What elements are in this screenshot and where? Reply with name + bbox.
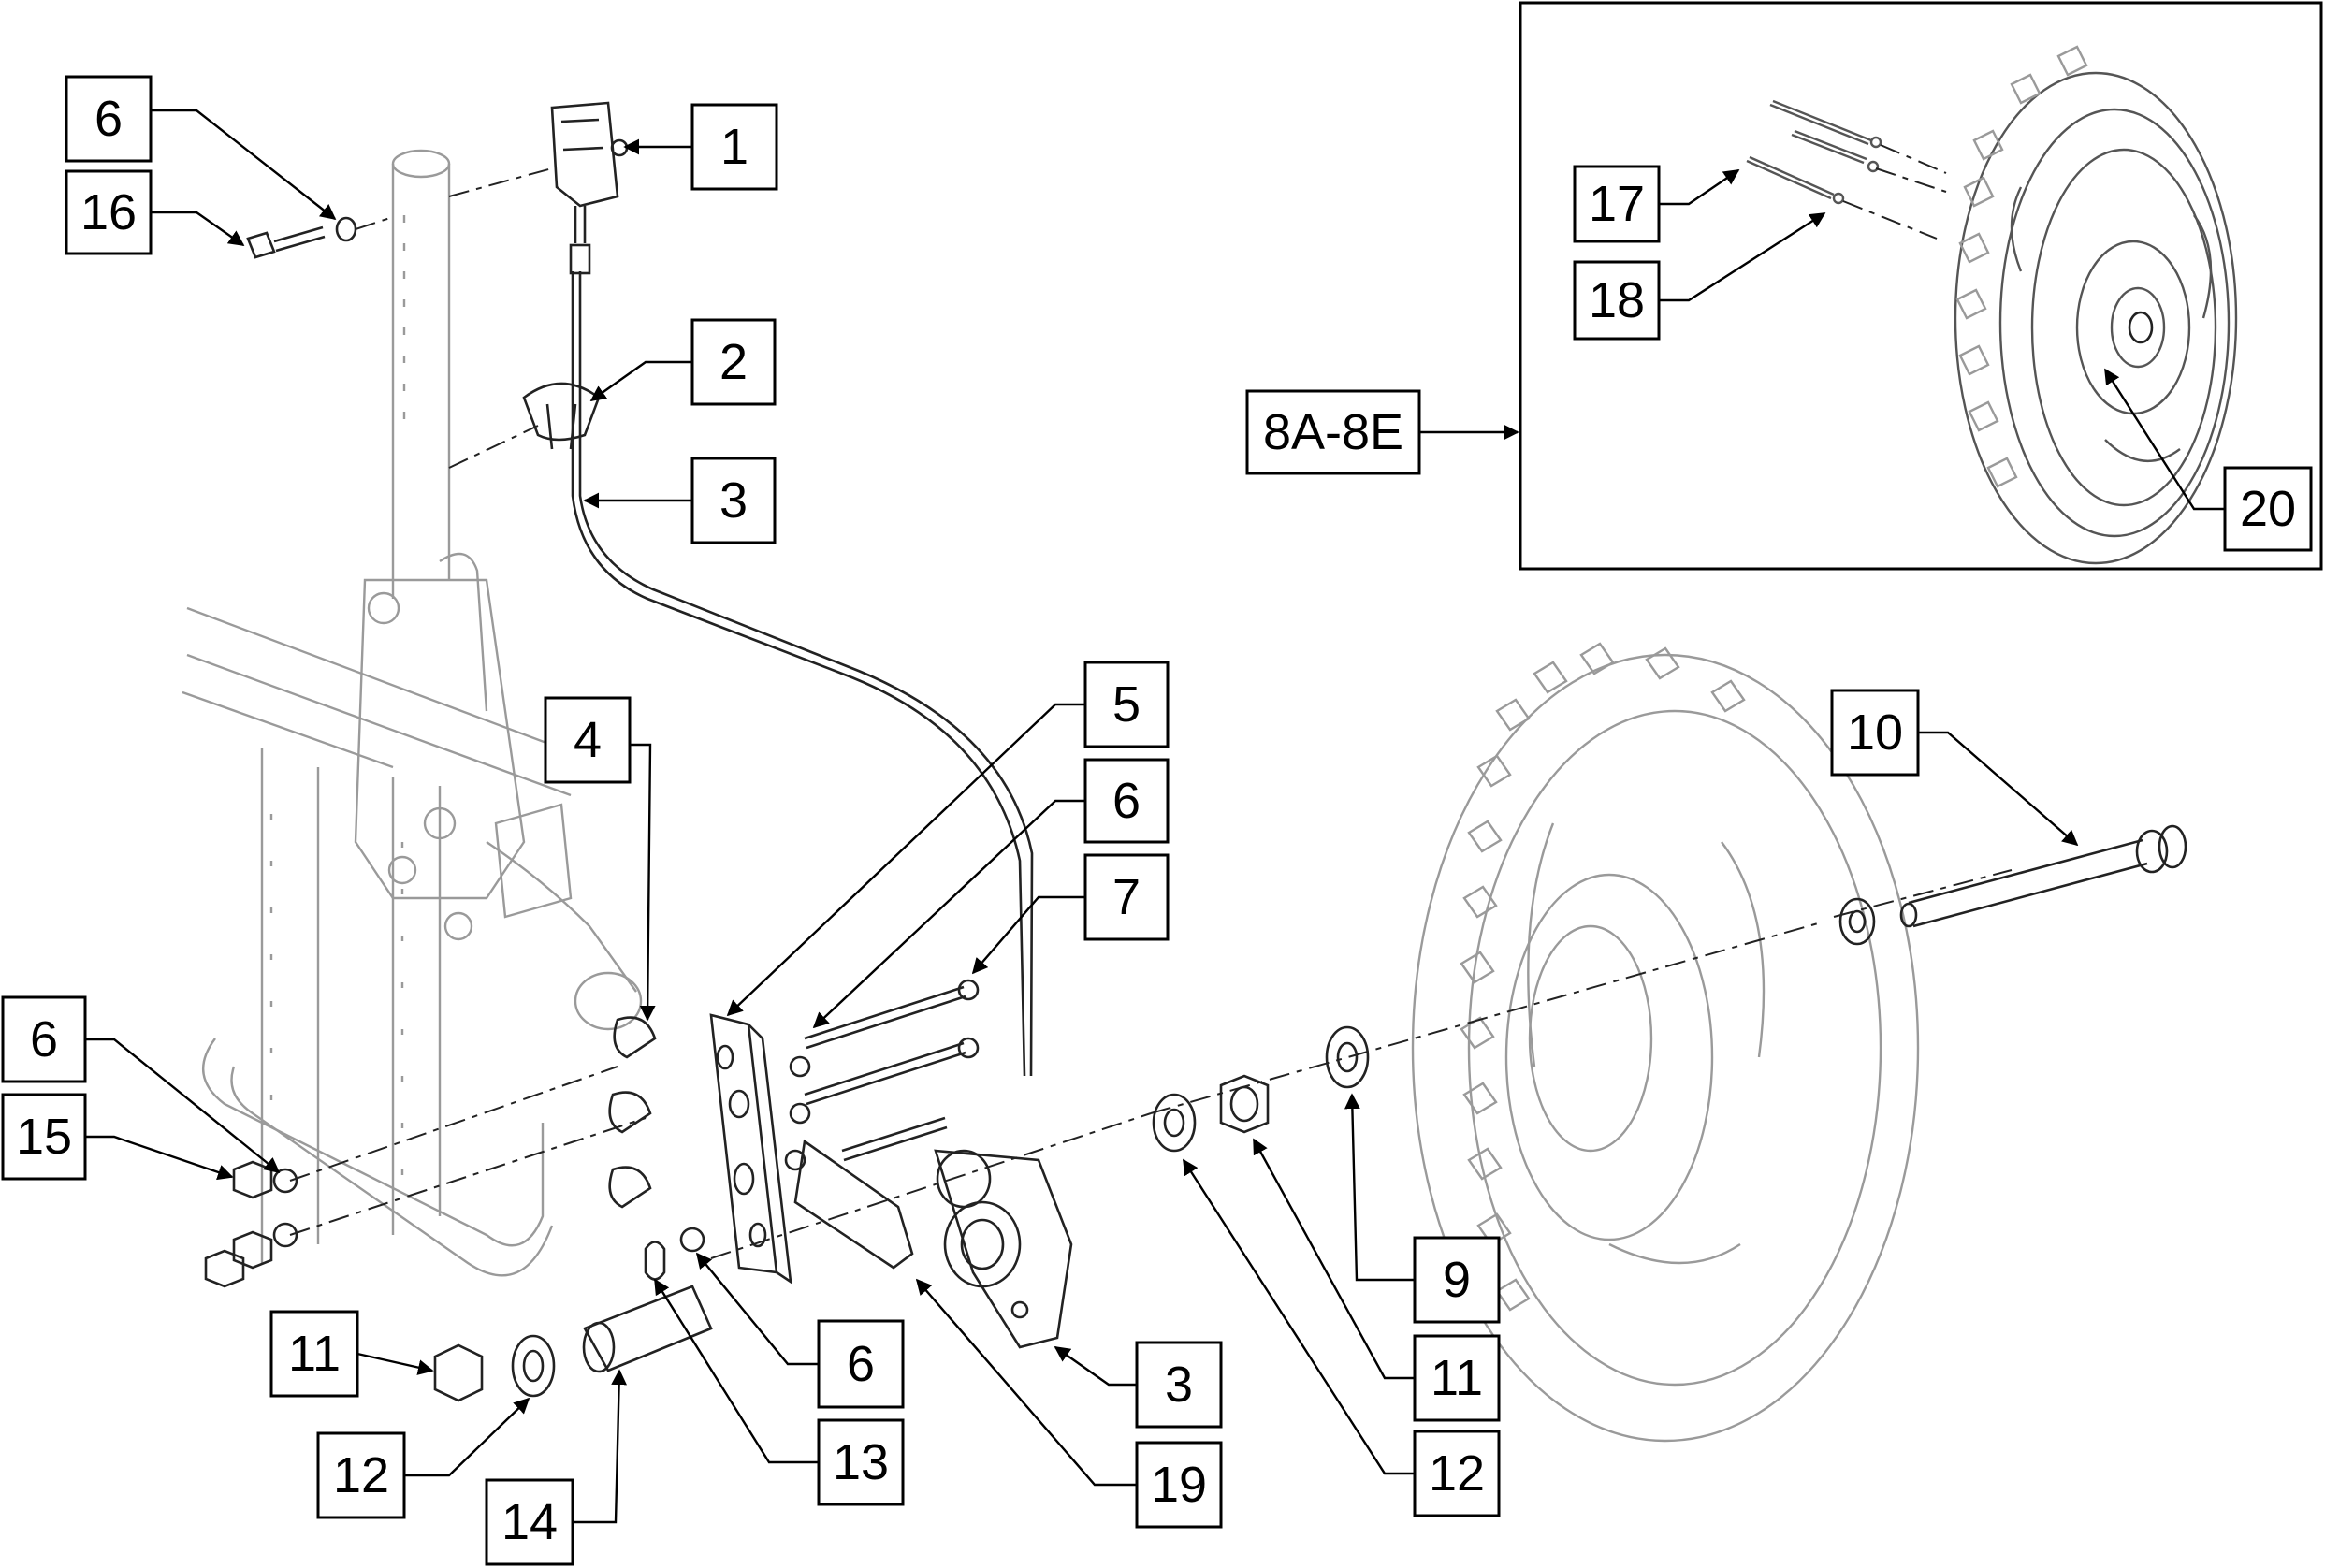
callout-6-top-label: 6 <box>94 91 123 147</box>
callout-17: 19 <box>1135 1441 1223 1529</box>
callout-10-label: 10 <box>1847 704 1903 761</box>
brake-cable <box>571 271 1026 1077</box>
callout-8a-8e-label: 8A-8E <box>1263 404 1403 460</box>
left-hardware <box>204 1160 713 1402</box>
callout-10: 10 <box>1830 689 1920 777</box>
callout-2: 2 <box>690 318 777 406</box>
wheelchair-frame <box>182 149 643 1277</box>
bolts <box>784 979 980 1171</box>
callout-11-right: 11 <box>1413 1334 1501 1422</box>
callout-8a-8e: 8A-8E <box>1245 389 1421 475</box>
callout-14: 14 <box>485 1478 574 1566</box>
leader-9 <box>1344 1093 1415 1282</box>
callout-5-label: 5 <box>1112 676 1141 733</box>
callout-12-right: 12 <box>1413 1430 1501 1517</box>
leader-13 <box>653 1278 819 1464</box>
leader-5 <box>726 703 1085 1017</box>
centerline-16 <box>355 216 394 230</box>
callout-3-top-label: 3 <box>719 472 748 529</box>
leader-18 <box>1659 169 1740 206</box>
leader-16 <box>151 211 245 246</box>
callout-4-label: 4 <box>574 712 602 768</box>
callout-6-top: 6 <box>65 75 153 163</box>
inset-wheel <box>1746 45 2238 565</box>
leader-3-lower <box>1054 1346 1137 1387</box>
centerline-lever <box>448 167 553 197</box>
callout-11-right-label: 11 <box>1431 1350 1483 1406</box>
cable-clip <box>522 382 601 450</box>
callout-1: 1 <box>690 103 778 191</box>
callout-20: 20 <box>2223 466 2313 552</box>
callout-3-lower-label: 3 <box>1165 1357 1193 1413</box>
bolt-16 <box>246 216 357 259</box>
callout-3-top: 3 <box>690 457 777 544</box>
leader-6-top <box>151 109 337 221</box>
leader-12-right <box>1182 1158 1415 1475</box>
axle-hardware-right <box>1152 1025 1370 1153</box>
callout-19-label: 18 <box>1589 272 1645 328</box>
inset-frame <box>1519 1 2323 571</box>
callout-9: 9 <box>1413 1236 1501 1324</box>
brake-cable-outer <box>578 271 1034 1077</box>
leader-12-left <box>404 1397 530 1477</box>
leader-11-left <box>356 1352 434 1375</box>
centerlines-left <box>289 1066 1152 1259</box>
callout-19: 18 <box>1573 260 1661 341</box>
callout-12-right-label: 12 <box>1429 1445 1485 1502</box>
leader-15 <box>85 1135 234 1181</box>
callout-16: 16 <box>65 169 153 255</box>
leader-19 <box>1659 211 1826 302</box>
callout-7-label: 7 <box>1112 869 1141 925</box>
callout-12-left-label: 12 <box>333 1447 389 1503</box>
callout-6-bottom-label: 6 <box>847 1336 875 1392</box>
callout-11-left-label: 11 <box>288 1326 341 1382</box>
callout-20-label: 20 <box>2240 481 2296 537</box>
wheel-detail-inset: 17 18 20 <box>1519 1 2323 571</box>
callout-14-label: 14 <box>501 1494 558 1550</box>
link-plate <box>793 1139 914 1270</box>
axle <box>1838 824 2187 946</box>
callout-6-left-label: 6 <box>30 1011 58 1067</box>
leader-6-bottom <box>695 1252 819 1366</box>
cam-washers <box>608 1016 657 1209</box>
callout-11-left: 11 <box>269 1310 359 1398</box>
brake-lever <box>550 101 629 275</box>
callout-18-label: 17 <box>1589 176 1645 232</box>
leader-4 <box>630 743 656 1022</box>
callout-13: 13 <box>817 1418 905 1506</box>
brake-housing <box>934 1149 1073 1349</box>
callout-6-bottom: 6 <box>817 1319 905 1409</box>
callout-6-left: 6 <box>1 995 87 1083</box>
leader-10 <box>1918 731 2079 847</box>
main-wheel <box>1411 642 1920 1443</box>
mounting-plate <box>709 1013 792 1285</box>
leader-2 <box>589 360 692 401</box>
callout-2-label: 2 <box>719 334 748 390</box>
callout-9-label: 9 <box>1443 1252 1471 1308</box>
callout-18: 17 <box>1573 165 1661 243</box>
leader-20 <box>2103 368 2225 511</box>
callout-15-label: 15 <box>16 1109 72 1165</box>
callout-16-label: 16 <box>80 184 137 240</box>
callout-15: 15 <box>1 1093 87 1181</box>
leader-6-left <box>85 1038 281 1174</box>
leader-17 <box>915 1278 1137 1487</box>
centerline-clip <box>448 425 539 469</box>
callout-1-label: 1 <box>720 119 748 175</box>
leader-14 <box>573 1369 628 1524</box>
callout-12-left: 12 <box>316 1431 406 1519</box>
callout-4: 4 <box>544 696 632 784</box>
leader-7 <box>971 895 1085 975</box>
leader-11-right <box>1252 1138 1415 1380</box>
centerline-wheel <box>1150 869 2013 1114</box>
callout-6-right: 6 <box>1083 758 1170 844</box>
callout-7: 7 <box>1083 853 1170 941</box>
callout-6-right-label: 6 <box>1112 773 1141 829</box>
callout-3-lower: 3 <box>1135 1341 1223 1429</box>
callout-17-label: 19 <box>1151 1457 1207 1513</box>
callout-5: 5 <box>1083 661 1170 748</box>
leader-6-right <box>812 799 1085 1029</box>
callout-13-label: 13 <box>833 1434 889 1490</box>
